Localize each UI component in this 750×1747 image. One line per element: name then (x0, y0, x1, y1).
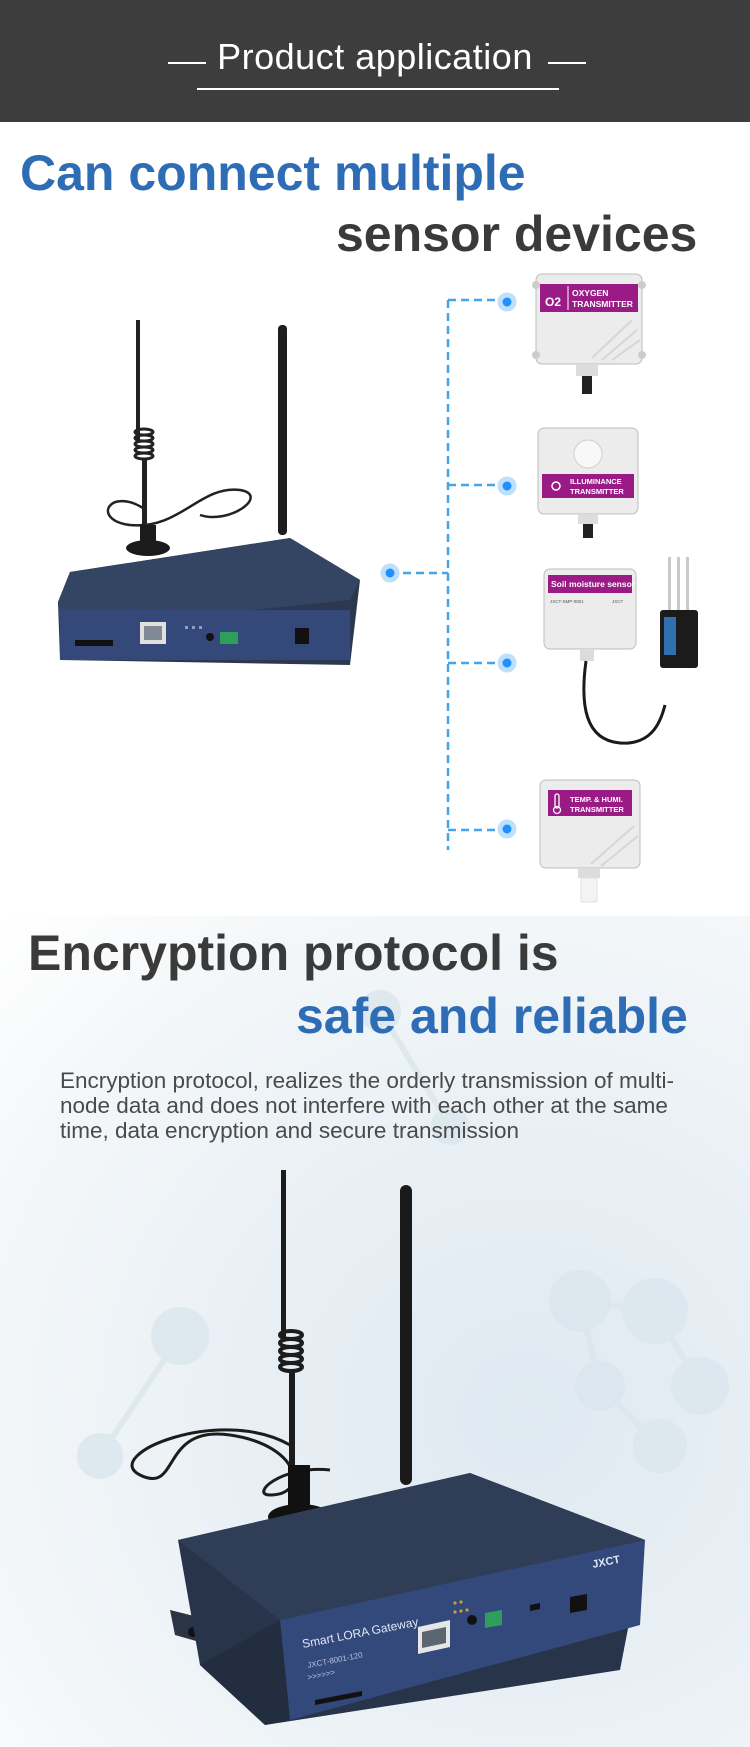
svg-text:Soil moisture sensor: Soil moisture sensor (551, 579, 636, 589)
soil-moisture-sensor-image: Soil moisture sensor JXCT-SMP-0801 JXCT (543, 557, 698, 745)
svg-text:JXCT: JXCT (612, 599, 624, 604)
header-left-dash (168, 62, 206, 64)
gateway-device-image (58, 320, 360, 665)
header-right-dash (548, 62, 586, 64)
oxygen-transmitter-image: O2 OXYGEN TRANSMITTER (532, 273, 646, 394)
section1-heading-line1: Can connect multiple (20, 145, 526, 201)
illuminance-transmitter-image: ILLUMINANCE TRANSMITTER (537, 427, 639, 538)
svg-text:TEMP. & HUMI.: TEMP. & HUMI. (570, 795, 623, 804)
sim-slot-icon (315, 1691, 362, 1705)
section2-heading-line2: safe and reliable (296, 988, 688, 1044)
temp-humi-transmitter-image: TEMP. & HUMI. TRANSMITTER (539, 779, 641, 903)
connector-node (497, 476, 517, 496)
oxygen-badge-icon: O2 (545, 295, 561, 309)
thermometer-icon (554, 793, 560, 809)
svg-text:TRANSMITTER: TRANSMITTER (570, 487, 624, 496)
header-title: Product application (217, 36, 533, 77)
connector-lines (380, 292, 517, 850)
molecule-decoration (77, 990, 729, 1479)
header-underline (197, 88, 559, 90)
connector-node (497, 819, 517, 839)
svg-text:TRANSMITTER: TRANSMITTER (570, 805, 624, 814)
connector-node (497, 653, 517, 673)
connector-node (497, 292, 517, 312)
svg-text:JXCT-SMP-0801: JXCT-SMP-0801 (550, 599, 584, 604)
section2-heading-line1: Encryption protocol is (28, 925, 559, 981)
sun-icon (551, 481, 561, 491)
gateway-device-large-image: Smart LORA Gateway JXCT-8001-120 >>>>>> … (130, 1170, 645, 1725)
svg-text:ILLUMINANCE: ILLUMINANCE (570, 477, 622, 486)
section-header: Product application (0, 0, 750, 122)
svg-text:OXYGEN: OXYGEN (572, 288, 608, 298)
device-brand-label: JXCT (591, 1554, 621, 1571)
section2-body-text: Encryption protocol, realizes the orderl… (60, 1068, 674, 1143)
connector-node (380, 563, 400, 583)
section1-heading-line2: sensor devices (336, 206, 698, 262)
svg-text:TRANSMITTER: TRANSMITTER (572, 299, 633, 309)
